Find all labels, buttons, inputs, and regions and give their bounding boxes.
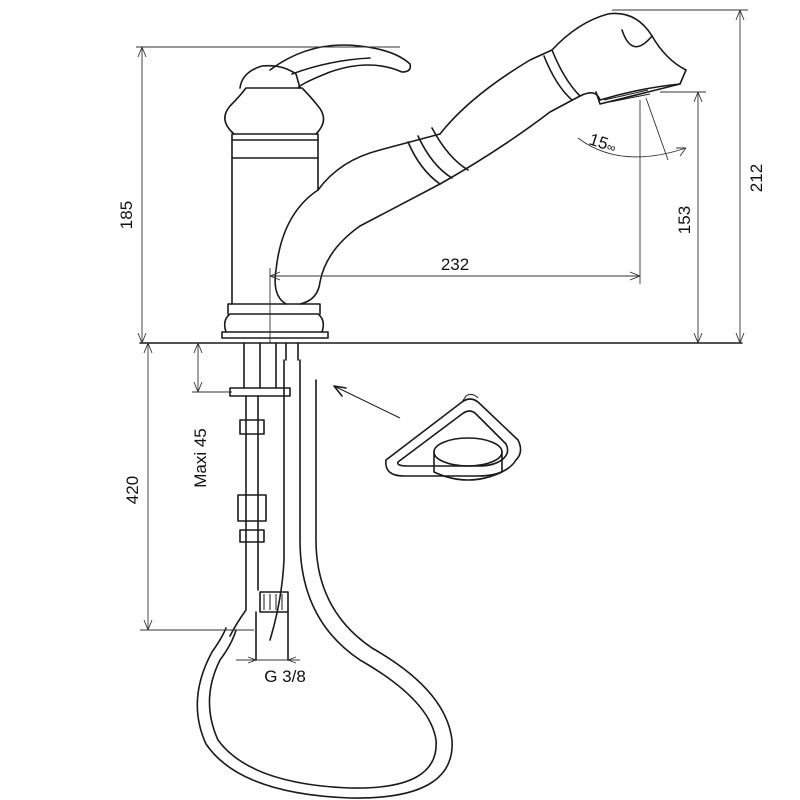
dim-212-label: 212 xyxy=(747,164,766,192)
hand-spray xyxy=(407,12,687,185)
dim-angle: 15∞ xyxy=(577,97,687,161)
dim-420: 420 xyxy=(123,342,254,631)
dim-angle-label: 15∞ xyxy=(587,130,619,157)
dim-maxi45: Maxi 45 xyxy=(191,342,232,488)
dim-153: 153 xyxy=(660,91,706,344)
dim-angle-value: 15 xyxy=(587,130,611,154)
supply-hoses xyxy=(196,342,453,799)
dim-g38: G 3/8 xyxy=(236,656,306,686)
dim-185-label: 185 xyxy=(117,201,136,229)
dim-maxi45-label: Maxi 45 xyxy=(191,428,210,488)
faucet-body xyxy=(221,44,441,339)
gasket-detail xyxy=(385,393,522,481)
dim-232-label: 232 xyxy=(441,255,469,274)
dim-g38-label: G 3/8 xyxy=(264,667,306,686)
dim-angle-unit: ∞ xyxy=(605,139,617,155)
dim-232: 232 xyxy=(269,100,641,343)
dim-185: 185 xyxy=(117,46,400,344)
gasket-arrow xyxy=(333,385,401,419)
dim-420-label: 420 xyxy=(123,476,142,504)
dim-212: 212 xyxy=(612,9,766,344)
dim-153-label: 153 xyxy=(675,206,694,234)
